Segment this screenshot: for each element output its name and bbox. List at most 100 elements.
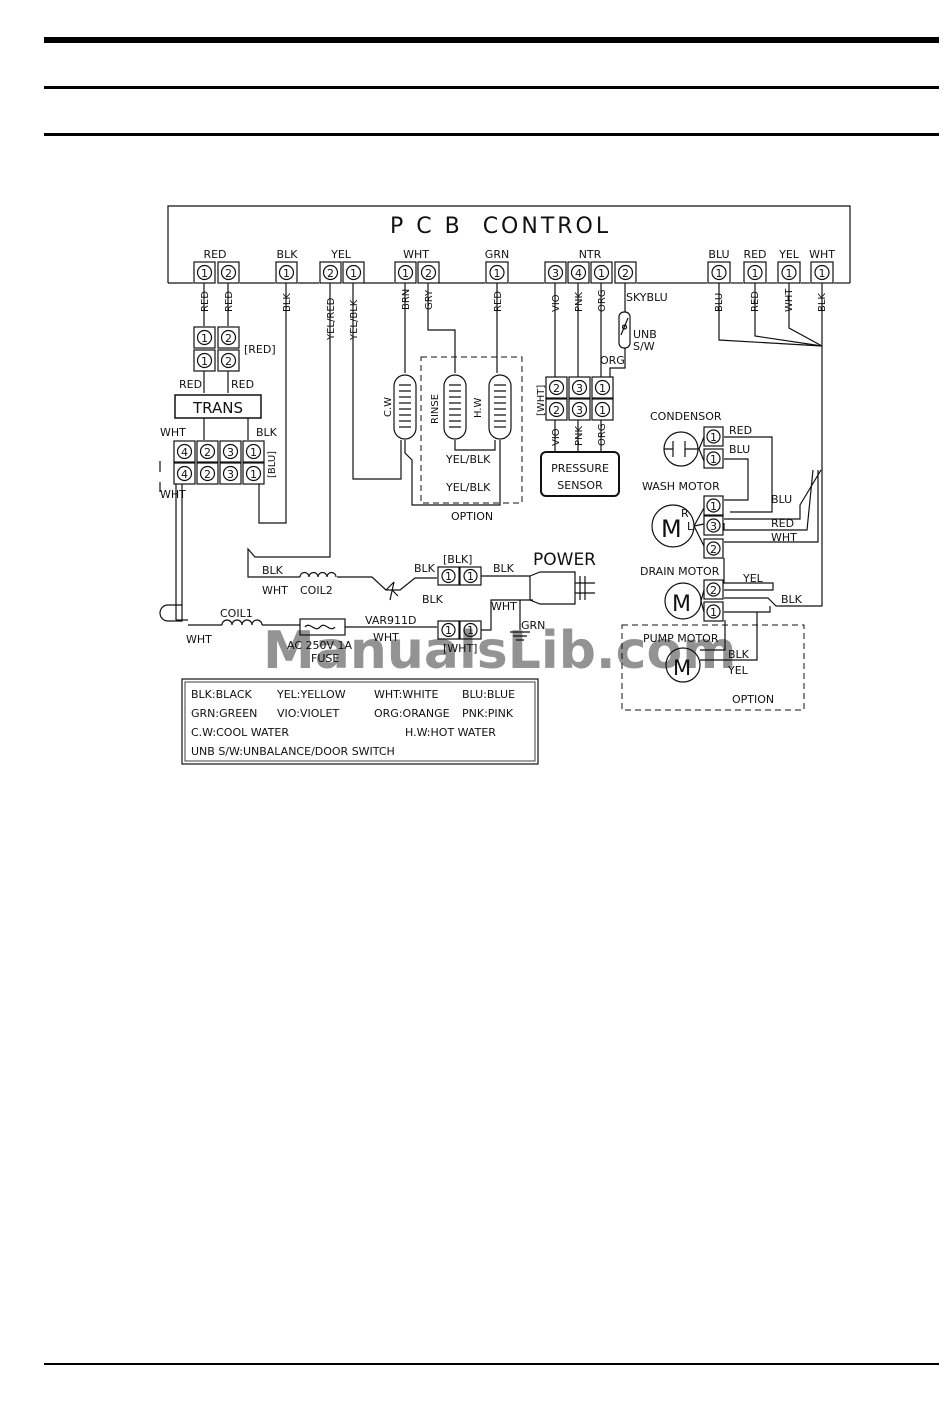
pcb-header-blk: BLK <box>277 248 299 261</box>
wire-label-vio: VIO <box>551 294 562 312</box>
pcb-header-red: RED <box>203 248 226 261</box>
power-pin-blk-1: 1 <box>437 566 460 586</box>
pcb-pin-red-1: 1 <box>193 261 216 284</box>
pcb-header-red-2: RED <box>743 248 766 261</box>
pressure-label-1: PRESSURE <box>551 462 609 475</box>
varistor-symbol <box>385 581 399 601</box>
drain-motor: DRAIN MOTOR M 2 1 YEL BLK <box>640 565 803 622</box>
wire-label-yel-red: YEL/RED <box>326 297 337 341</box>
pump-motor-label: PUMP MOTOR <box>643 632 719 645</box>
svg-text:4: 4 <box>181 446 188 459</box>
wash-motor-l: L <box>687 520 694 533</box>
wash-motor-wire-red: RED <box>771 517 794 530</box>
valve-option-box <box>420 356 523 504</box>
trans-conn-red: [RED] <box>244 343 276 356</box>
condenser: CONDENSOR 1 1 RED BLU <box>650 410 752 469</box>
pcb-pin-grn-1: 1 <box>485 261 509 284</box>
valve-rinse-label: RINSE <box>430 394 441 424</box>
coil2-symbol <box>299 571 337 578</box>
inlet-symbol <box>159 604 183 622</box>
ps-wire-vio: VIO <box>551 428 562 446</box>
pcb-header-blu: BLU <box>708 248 729 261</box>
svg-text:2: 2 <box>622 267 629 280</box>
pcb-header-yel: YEL <box>330 248 352 261</box>
svg-text:1: 1 <box>283 267 290 280</box>
ps-pin-2b: 2 <box>545 398 568 421</box>
wire-label-blk: BLK <box>282 293 293 312</box>
svg-text:3: 3 <box>576 382 583 395</box>
unb-switch: UNB S/W ORG <box>600 311 657 367</box>
pressure-label-2: SENSOR <box>557 479 603 492</box>
drain-motor-m: M <box>672 592 691 617</box>
pcb-control: P C B CONTROL RED BLK YEL WHT GRN NTR BL… <box>167 205 851 341</box>
ps-pin-1a: 1 <box>591 376 614 399</box>
wire-label-red-1: RED <box>200 291 211 312</box>
unb-label-1: UNB <box>633 328 657 341</box>
pcb-pin-red2-1: 1 <box>743 261 767 284</box>
svg-text:1: 1 <box>710 500 717 513</box>
coil1-symbol <box>221 619 263 626</box>
wire-label-pnk: PNK <box>574 291 585 312</box>
fuse-label-2: FUSE <box>311 652 339 665</box>
wash-motor-wire-blu: BLU <box>771 493 792 506</box>
pcb-pin-red-2: 2 <box>217 261 240 284</box>
unb-label-2: S/W <box>633 340 655 353</box>
legend-hw: H.W:HOT WATER <box>405 726 496 739</box>
pump-motor-m: M <box>673 656 691 680</box>
svg-text:1: 1 <box>201 355 208 368</box>
svg-text:1: 1 <box>786 267 793 280</box>
pump-option-label: OPTION <box>732 693 774 706</box>
power-conn-wht: [WHT] <box>443 642 477 655</box>
ps-pin-3a: 3 <box>568 376 591 399</box>
drain-motor-wire-blk: BLK <box>781 593 803 606</box>
power-label: POWER <box>533 550 596 570</box>
trans-label: TRANS <box>192 399 243 417</box>
pcb-header-wht-2: WHT <box>809 248 835 261</box>
pcb-pin-ntr-3: 3 <box>544 261 567 284</box>
ps-pin-3b: 3 <box>568 398 591 421</box>
valve-hw-label: H.W <box>473 397 484 418</box>
trans-pin-c-3: 3 <box>219 462 242 485</box>
trans-pin-c-4: 4 <box>173 462 196 485</box>
legend-cw: C.W:COOL WATER <box>191 726 289 739</box>
wash-motor-pin-3: 3 <box>703 515 724 536</box>
drain-motor-wire-yel: YEL <box>742 572 764 585</box>
power-wire-blk-top: BLK <box>262 564 284 577</box>
trans-box <box>174 394 262 419</box>
legend-org: ORG:ORANGE <box>374 707 450 720</box>
drain-motor-label: DRAIN MOTOR <box>640 565 720 578</box>
svg-text:1: 1 <box>250 446 257 459</box>
legend-yel: YEL:YELLOW <box>276 688 346 701</box>
pcb-pin-wht-2: 2 <box>417 261 440 284</box>
wire-label-org: ORG <box>597 289 608 312</box>
power-wire-wht-plug: WHT <box>491 600 517 613</box>
valve-cw-label: C.W <box>383 397 394 417</box>
condenser-wire-red: RED <box>729 424 752 437</box>
trans-pin-b-3: 3 <box>219 440 242 463</box>
trans-wire-blk: BLK <box>256 426 278 439</box>
pressure-sensor-box <box>540 451 620 497</box>
power-wire-wht-coil1: WHT <box>186 633 212 646</box>
condenser-pin-1a: 1 <box>703 426 724 447</box>
svg-text:3: 3 <box>710 520 717 533</box>
trans-wire-wht-1: WHT <box>160 426 186 439</box>
trans-pin-b-4: 4 <box>173 440 196 463</box>
power-wire-blk-var: BLK <box>422 593 444 606</box>
pcb-header-ntr: NTR <box>579 248 602 261</box>
svg-text:3: 3 <box>227 468 234 481</box>
svg-text:4: 4 <box>575 267 582 280</box>
svg-text:2: 2 <box>710 584 717 597</box>
trans-pin-b-1: 1 <box>242 440 265 463</box>
trans-wire-red-1: RED <box>179 378 202 391</box>
trans-pin-top-2: 2 <box>217 326 240 349</box>
pcb-header-wht: WHT <box>403 248 429 261</box>
legend-vio: VIO:VIOLET <box>277 707 339 720</box>
pressure-sensor: [WHT] 2 3 1 2 3 1 VIO PNK ORG PRESSURE S… <box>536 376 620 497</box>
svg-text:2: 2 <box>553 382 560 395</box>
wash-motor: WASH MOTOR M R L 1 3 2 BLU RED WHT <box>642 480 797 559</box>
header-rule-thick <box>44 37 939 43</box>
svg-text:1: 1 <box>250 468 257 481</box>
svg-text:1: 1 <box>710 431 717 444</box>
svg-text:2: 2 <box>425 267 432 280</box>
wire-label-skyblu: SKYBLU <box>626 291 668 304</box>
